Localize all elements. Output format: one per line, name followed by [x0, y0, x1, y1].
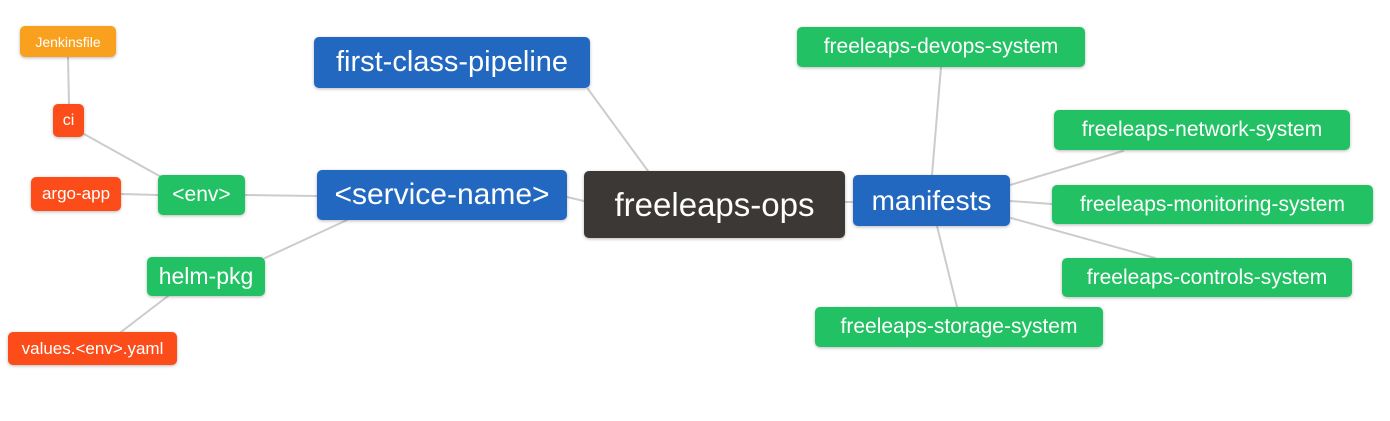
node-label: freeleaps-ops: [614, 185, 815, 223]
node-label: first-class-pipeline: [335, 46, 569, 78]
node-label: values.<env>.yaml: [21, 338, 164, 358]
edge-manifests-to-controls-system: [1010, 217, 1156, 259]
node-label: freeleaps-network-system: [1081, 118, 1323, 141]
node-label: <env>: [172, 183, 231, 206]
node-freeleaps-network-system[interactable]: freeleaps-network-system: [1054, 110, 1350, 150]
node-helm-pkg[interactable]: helm-pkg: [147, 257, 265, 296]
node-values-env-yaml[interactable]: values.<env>.yaml: [8, 332, 177, 365]
edge-manifests-to-monitoring-system: [1009, 200, 1053, 205]
node-label: ci: [62, 111, 75, 129]
edge-manifests-to-devops-system: [931, 66, 942, 176]
node-jenkinsfile[interactable]: Jenkinsfile: [20, 26, 116, 57]
node-freeleaps-monitoring-system[interactable]: freeleaps-monitoring-system: [1052, 185, 1373, 224]
node-label: freeleaps-controls-system: [1086, 265, 1328, 289]
edge-argo-app-to-env: [120, 193, 159, 196]
edge-env-to-service-name: [244, 194, 318, 197]
node-first-class-pipeline[interactable]: first-class-pipeline: [314, 37, 590, 88]
edge-manifests-to-network-system: [1009, 150, 1124, 186]
node-label: Jenkinsfile: [35, 33, 101, 50]
edge-first-class-pipeline-to-freeleaps-ops: [587, 88, 649, 172]
node-label: freeleaps-storage-system: [840, 315, 1078, 338]
edge-jenkinsfile-to-ci: [67, 56, 70, 105]
node-label: <service-name>: [334, 178, 550, 211]
node-freeleaps-ops[interactable]: freeleaps-ops: [584, 171, 845, 238]
node-label: argo-app: [41, 184, 111, 203]
node-freeleaps-storage-system[interactable]: freeleaps-storage-system: [815, 307, 1103, 347]
edge-helm-pkg-to-values-env-yaml: [120, 295, 169, 333]
edge-manifests-to-storage-system: [936, 225, 958, 308]
node-service-name[interactable]: <service-name>: [317, 170, 567, 220]
node-freeleaps-controls-system[interactable]: freeleaps-controls-system: [1062, 258, 1352, 297]
node-label: helm-pkg: [158, 263, 254, 289]
node-label: manifests: [871, 184, 992, 216]
node-label: freeleaps-monitoring-system: [1080, 192, 1345, 216]
node-manifests[interactable]: manifests: [853, 175, 1010, 226]
node-argo-app[interactable]: argo-app: [31, 177, 121, 211]
edge-service-name-to-helm-pkg: [264, 219, 348, 259]
edge-service-name-to-freeleaps-ops: [566, 196, 585, 202]
node-freeleaps-devops-system[interactable]: freeleaps-devops-system: [797, 27, 1085, 67]
node-label: freeleaps-devops-system: [823, 35, 1059, 58]
node-ci[interactable]: ci: [53, 104, 84, 137]
node-env[interactable]: <env>: [158, 175, 245, 215]
edge-ci-to-env: [83, 133, 164, 179]
